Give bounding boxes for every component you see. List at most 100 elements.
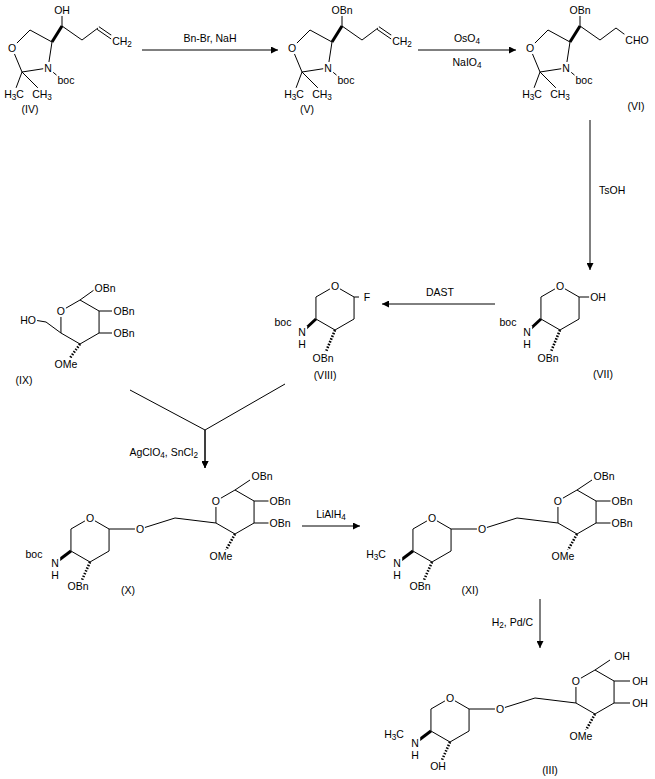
- text-run: N: [562, 62, 570, 74]
- reaction-arrow: [142, 50, 278, 51]
- atom-label: OH: [631, 697, 649, 709]
- bond: [99, 311, 112, 312]
- text-run: , Pd/C: [504, 616, 533, 628]
- text-run: O: [331, 280, 339, 292]
- text-run: CH: [112, 35, 127, 47]
- atom-label: F: [363, 291, 371, 303]
- bond: [600, 28, 616, 40]
- bond: [109, 529, 110, 551]
- bond: [354, 297, 355, 319]
- text-run: C: [396, 728, 404, 740]
- text-run: C: [16, 88, 24, 100]
- atom-label: OBn: [112, 305, 135, 317]
- reaction-arrow: [590, 120, 591, 270]
- atom-label: CH2: [391, 35, 413, 47]
- text-run: OBn: [269, 495, 290, 507]
- bond: [226, 534, 235, 550]
- text-run: O: [478, 523, 486, 535]
- atom-label: N: [50, 557, 60, 569]
- reagent-label: TsOH: [598, 184, 626, 196]
- text-run: OMe: [570, 730, 593, 742]
- text-run: O: [288, 42, 296, 54]
- structure-bonds: [360, 468, 650, 598]
- atom-label: OH: [53, 4, 71, 16]
- bond: [71, 551, 90, 562]
- text-run: boc: [576, 74, 593, 86]
- compound: OBnONbocH3CCH3CH2(V): [278, 2, 418, 120]
- bond: [99, 333, 112, 334]
- text-run: OBn: [113, 305, 134, 317]
- bond: [46, 322, 61, 333]
- atom-label: OBn: [250, 470, 273, 482]
- subscript: 2: [407, 40, 412, 49]
- atom-label: OMe: [54, 358, 79, 370]
- bond: [560, 319, 579, 330]
- text-run: boc: [275, 316, 292, 328]
- bond: [362, 28, 378, 40]
- bond: [175, 518, 216, 523]
- reaction-arrow: [205, 384, 285, 468]
- bond: [412, 529, 413, 551]
- text-run: OBn: [569, 4, 590, 16]
- text-run: Bn-Br, NaH: [183, 32, 236, 44]
- text-run: OMe: [55, 358, 78, 370]
- bond: [332, 26, 342, 42]
- bond: [424, 562, 432, 580]
- atom-label: N: [297, 326, 307, 338]
- text-run: AgClO: [129, 446, 160, 458]
- reagent-label: Bn-Br, NaH: [182, 32, 237, 44]
- text-run: O: [554, 495, 562, 507]
- compound-number: (VIII): [313, 369, 338, 381]
- bond: [595, 703, 614, 714]
- text-run: boc: [58, 74, 75, 86]
- bond: [254, 501, 255, 523]
- text-run: H: [492, 616, 500, 628]
- bond: [99, 311, 100, 333]
- atom-label: H3C: [283, 88, 305, 100]
- text-run: O: [136, 523, 144, 535]
- text-run: O: [526, 42, 534, 54]
- text-run: (X): [121, 584, 135, 596]
- text-run: O: [572, 675, 580, 687]
- bond: [354, 297, 359, 298]
- bond: [576, 703, 595, 714]
- text-run: C: [296, 88, 304, 100]
- bond: [548, 30, 570, 42]
- compound-number: (V): [299, 103, 315, 115]
- bond: [595, 660, 610, 670]
- atom-label: H3C: [3, 88, 25, 100]
- bond: [517, 518, 558, 523]
- text-run: O: [57, 305, 65, 317]
- compound: OFbocNHOBn(VIII): [270, 270, 382, 384]
- text-run: OBn: [312, 352, 333, 364]
- text-run: F: [364, 291, 370, 303]
- bond: [82, 562, 90, 580]
- reagent-label: DAST: [425, 286, 455, 298]
- atom-label: O: [85, 512, 95, 524]
- reaction-arrow: [130, 390, 205, 468]
- text-run: OBn: [611, 517, 632, 529]
- bond: [534, 72, 540, 88]
- atom-label: O: [445, 692, 455, 704]
- atom-label: O: [477, 523, 487, 535]
- text-run: CHO: [625, 34, 648, 46]
- text-run: N: [51, 557, 59, 569]
- atom-label: boc: [575, 74, 594, 86]
- bond: [235, 523, 254, 534]
- compound: OBnHOOOBnOBnOMe(IX): [10, 276, 142, 390]
- bond: [342, 26, 362, 40]
- text-run: H: [522, 88, 530, 100]
- reagent-label: H2, Pd/C: [491, 616, 534, 628]
- text-run: (III): [542, 764, 558, 776]
- bond: [70, 529, 71, 551]
- bond: [90, 551, 109, 562]
- bond: [577, 523, 596, 534]
- atom-label: CH3: [311, 88, 333, 100]
- atom-label: H: [50, 569, 60, 581]
- bond: [482, 518, 517, 529]
- bond: [430, 709, 431, 731]
- reagent-label: OsO4: [453, 32, 481, 44]
- reagent-label: LiAlH4: [315, 508, 347, 520]
- text-run: , SnCl: [165, 446, 194, 458]
